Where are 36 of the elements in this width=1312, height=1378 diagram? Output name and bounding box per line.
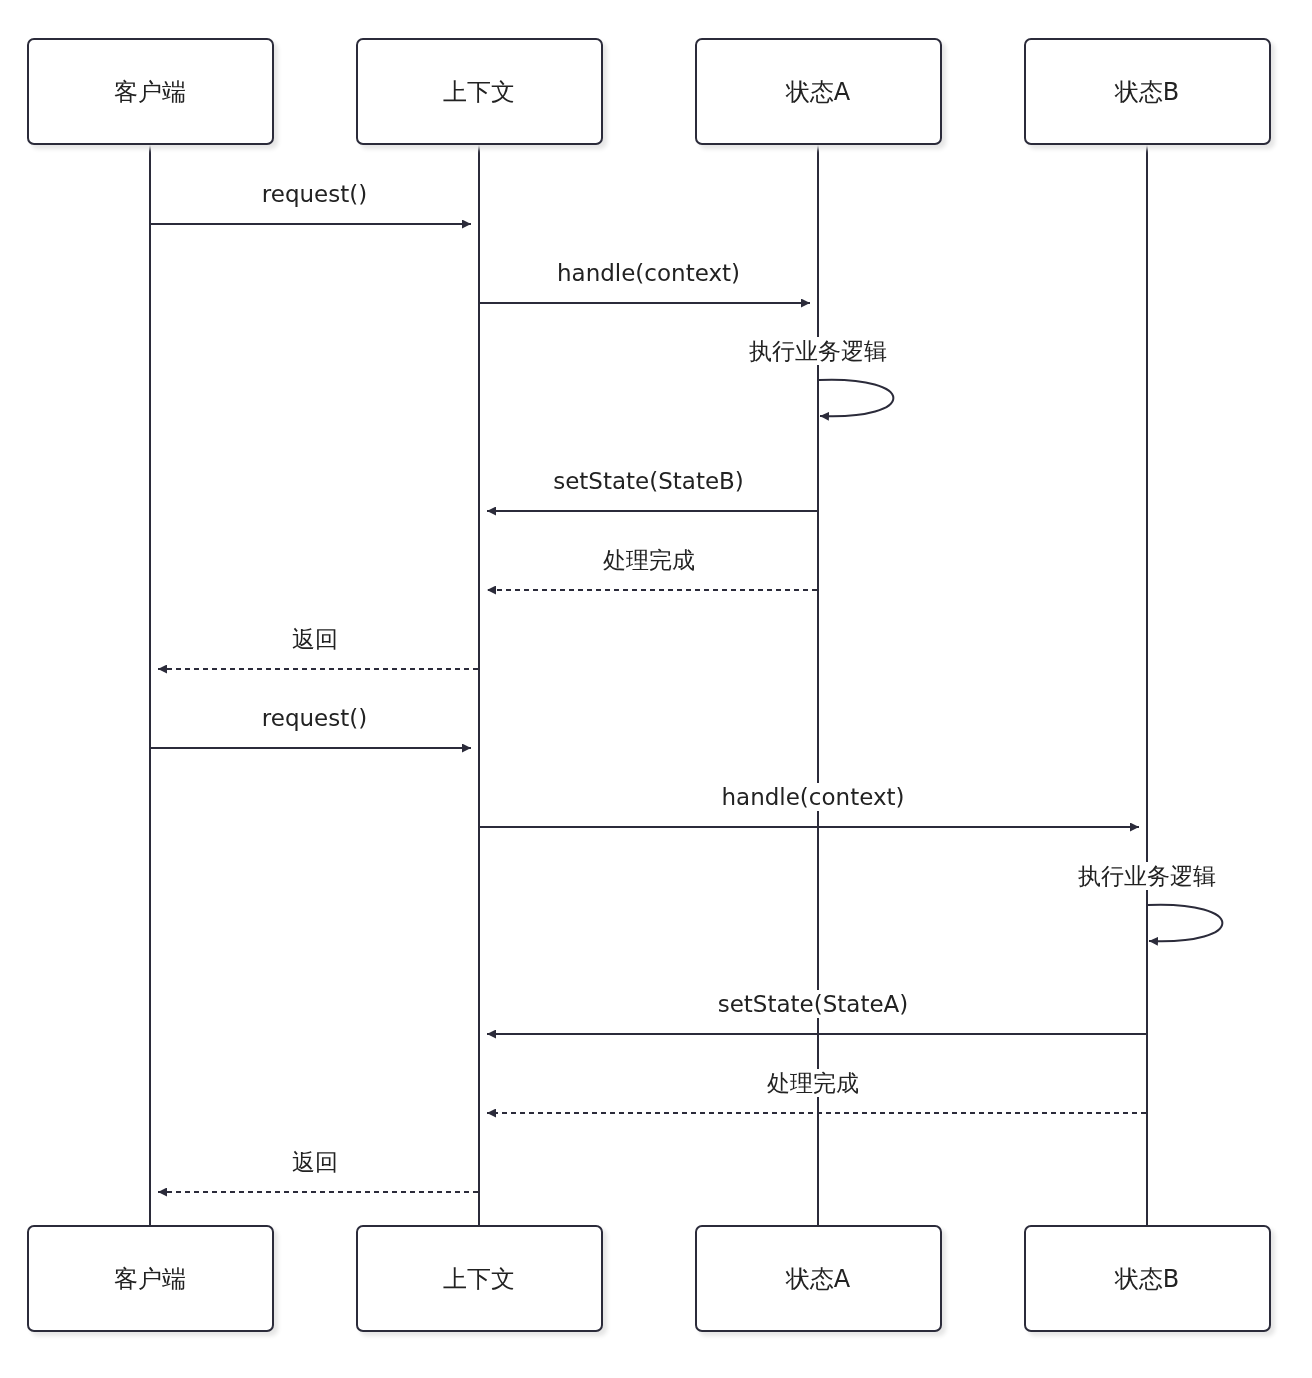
participant-box: [694, 1225, 942, 1332]
participant-name: 状态B: [1114, 1263, 1180, 1295]
lifeline: [1146, 145, 1148, 1225]
message-label: 执行业务逻辑: [747, 337, 889, 365]
participant-box: [1023, 1225, 1271, 1332]
lifeline: [149, 145, 151, 1225]
message-arrow: [486, 585, 818, 595]
participant-box: [355, 38, 603, 145]
message-arrow: [486, 1108, 1147, 1118]
participant-box: [26, 1225, 274, 1332]
message-arrow: [479, 298, 811, 308]
message-arrow: [150, 743, 472, 753]
participant-name: 上下文: [443, 76, 515, 108]
participant-name: 状态B: [1114, 76, 1180, 108]
participant-box: [355, 1225, 603, 1332]
message-arrow: [157, 1187, 479, 1197]
message-label: 处理完成: [600, 546, 697, 574]
message-label: 处理完成: [765, 1069, 861, 1097]
participant-box: [1023, 38, 1271, 145]
participant-name: 客户端: [114, 76, 186, 108]
participant-name: 状态A: [785, 76, 851, 108]
message-arrow: [486, 1029, 1147, 1039]
participant-box: [26, 38, 274, 145]
participant-name: 上下文: [443, 1263, 515, 1295]
message-arrow: [150, 219, 472, 229]
participant-name: 状态A: [785, 1263, 851, 1295]
participant-box: [694, 38, 942, 145]
message-label: 执行业务逻辑: [1076, 862, 1218, 890]
lifeline: [478, 145, 480, 1225]
message-arrow: [479, 822, 1140, 832]
lifeline: [817, 145, 819, 1225]
message-arrow: [157, 664, 479, 674]
participant-name: 客户端: [114, 1263, 186, 1295]
message-arrow: [486, 506, 818, 516]
self-message-arrow: [1147, 903, 1224, 946]
self-message-arrow: [818, 378, 895, 421]
